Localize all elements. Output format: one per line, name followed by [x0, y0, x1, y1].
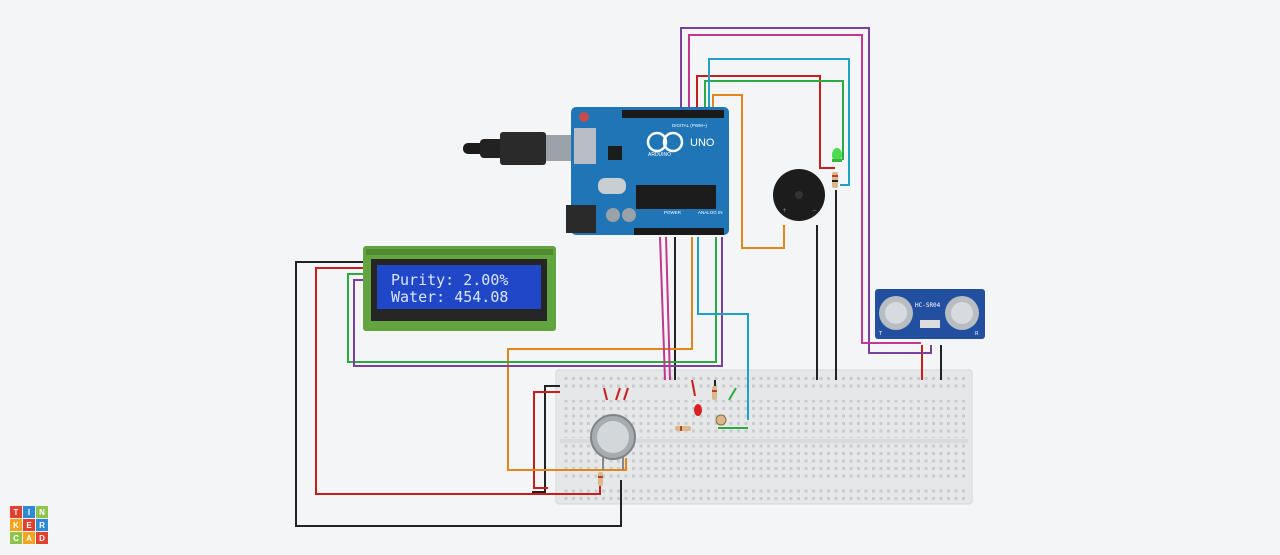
lcd-16x2-module[interactable]: Purity: 2.00% Water: 454.08	[363, 246, 556, 331]
usb-cable[interactable]	[463, 132, 572, 165]
lcd-line-1: Purity: 2.00%	[391, 271, 508, 289]
logo-letter: D	[36, 532, 48, 544]
piezo-buzzer[interactable]: + −	[773, 169, 825, 221]
arduino-brand-label: ARDUINO	[648, 152, 671, 158]
ultrasonic-sensor[interactable]: HC-SR04 T R	[875, 289, 985, 339]
resistor-bb-2[interactable]	[712, 386, 717, 400]
lcd-line-2: Water: 454.08	[391, 288, 508, 306]
logo-letter: A	[23, 532, 35, 544]
resistor-bb-3[interactable]	[598, 472, 603, 486]
analog-pins-label: ANALOG IN	[698, 210, 723, 215]
arduino-logo-icon	[646, 131, 668, 153]
digital-pins-label: DIGITAL (PWM~)	[672, 123, 707, 128]
resistor-top[interactable]	[832, 172, 838, 188]
arduino-uno-board[interactable]: UNO ARDUINO DIGITAL (PWM~) POWER ANALOG …	[566, 107, 729, 235]
green-led[interactable]	[832, 148, 842, 162]
logo-letter: I	[23, 506, 35, 518]
resistor-bb-1[interactable]	[675, 426, 691, 431]
logo-letter: T	[10, 506, 22, 518]
microcontroller-chip	[636, 185, 716, 209]
usb-port	[574, 128, 596, 164]
ultrasonic-model-label: HC-SR04	[915, 302, 941, 309]
svg-text:+: +	[782, 207, 787, 214]
power-jack	[566, 205, 596, 233]
transmit-mark: T	[878, 331, 883, 337]
power-analog-header	[634, 228, 724, 235]
reset-button	[579, 112, 589, 122]
logo-letter: C	[10, 532, 22, 544]
digital-header	[622, 110, 724, 118]
lcd-screen	[377, 265, 541, 309]
receive-mark: R	[975, 331, 979, 337]
svg-text:−: −	[812, 207, 817, 214]
logo-letter: K	[10, 519, 22, 531]
red-led[interactable]	[694, 404, 702, 416]
gas-sensor[interactable]	[590, 414, 636, 470]
power-pins-label: POWER	[664, 210, 682, 215]
logo-letter: R	[36, 519, 48, 531]
logo-letter: E	[23, 519, 35, 531]
logo-letter: N	[36, 506, 48, 518]
arduino-model-label: UNO	[690, 137, 715, 149]
photoresistor[interactable]	[715, 414, 727, 426]
wires[interactable]	[295, 27, 942, 527]
tinkercad-logo: T I N K E R C A D	[10, 506, 48, 544]
